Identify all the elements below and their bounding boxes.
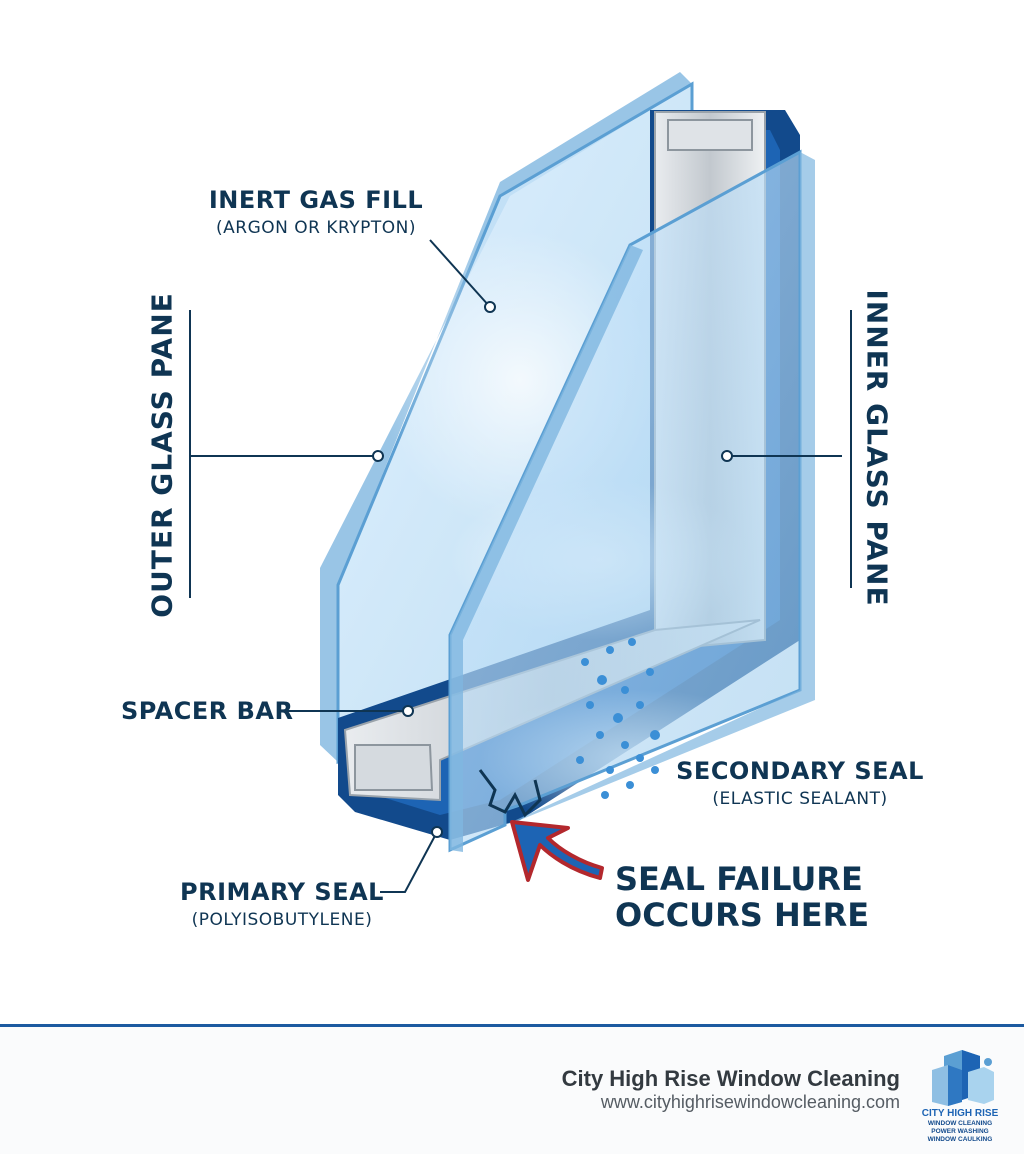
company-url[interactable]: www.cityhighrisewindowcleaning.com	[600, 1092, 900, 1112]
secondary-seal-subtitle: (ELASTIC SEALANT)	[712, 789, 888, 809]
primary-seal-leader	[380, 831, 438, 893]
moisture-droplets	[576, 638, 660, 799]
inner-pane-text: INNER GLASS PANE	[860, 289, 894, 607]
insulated-glass-unit-diagram	[189, 72, 852, 893]
inert-gas-subtitle: (ARGON OR KRYPTON)	[216, 218, 416, 238]
seal-failure-line1: SEAL FAILURE	[615, 860, 863, 898]
logo-line3: WINDOW CAULKING	[928, 1136, 993, 1143]
outer-pane-text: OUTER GLASS PANE	[145, 292, 179, 618]
outer-pane-label: OUTER GLASS PANE	[146, 292, 179, 618]
building-icon	[932, 1050, 994, 1106]
logo-line2: POWER WASHING	[931, 1128, 988, 1135]
footer-divider	[0, 1024, 1024, 1027]
company-logo: CITY HIGH RISE WINDOW CLEANING POWER WAS…	[922, 1048, 999, 1144]
primary-seal-subtitle: (POLYISOBUTYLENE)	[191, 910, 373, 930]
inner-pane-label: INNER GLASS PANE	[861, 289, 894, 606]
spacer-bar-label: SPACER BAR	[121, 697, 294, 725]
secondary-seal-title: SECONDARY SEAL	[676, 757, 924, 785]
inert-gas-label: INERT GAS FILL (ARGON OR KRYPTON)	[209, 186, 423, 238]
seal-failure-arrow	[510, 820, 604, 882]
seal-crack	[478, 769, 542, 818]
logo-name: CITY HIGH RISE	[922, 1108, 998, 1119]
seal-failure-callout: SEAL FAILURE OCCURS HERE	[615, 861, 869, 933]
primary-seal-label: PRIMARY SEAL (POLYISOBUTYLENE)	[180, 878, 384, 930]
secondary-seal-label: SECONDARY SEAL (ELASTIC SEALANT)	[676, 757, 924, 809]
inert-gas-title: INERT GAS FILL	[208, 186, 424, 214]
company-name: City High Rise Window Cleaning	[561, 1066, 900, 1091]
logo-line1: WINDOW CLEANING	[928, 1120, 992, 1127]
primary-seal-title: PRIMARY SEAL	[180, 878, 384, 906]
inert-gas-leader	[429, 239, 491, 308]
seal-failure-line2: OCCURS HERE	[615, 896, 870, 934]
footer	[0, 1027, 1024, 1154]
